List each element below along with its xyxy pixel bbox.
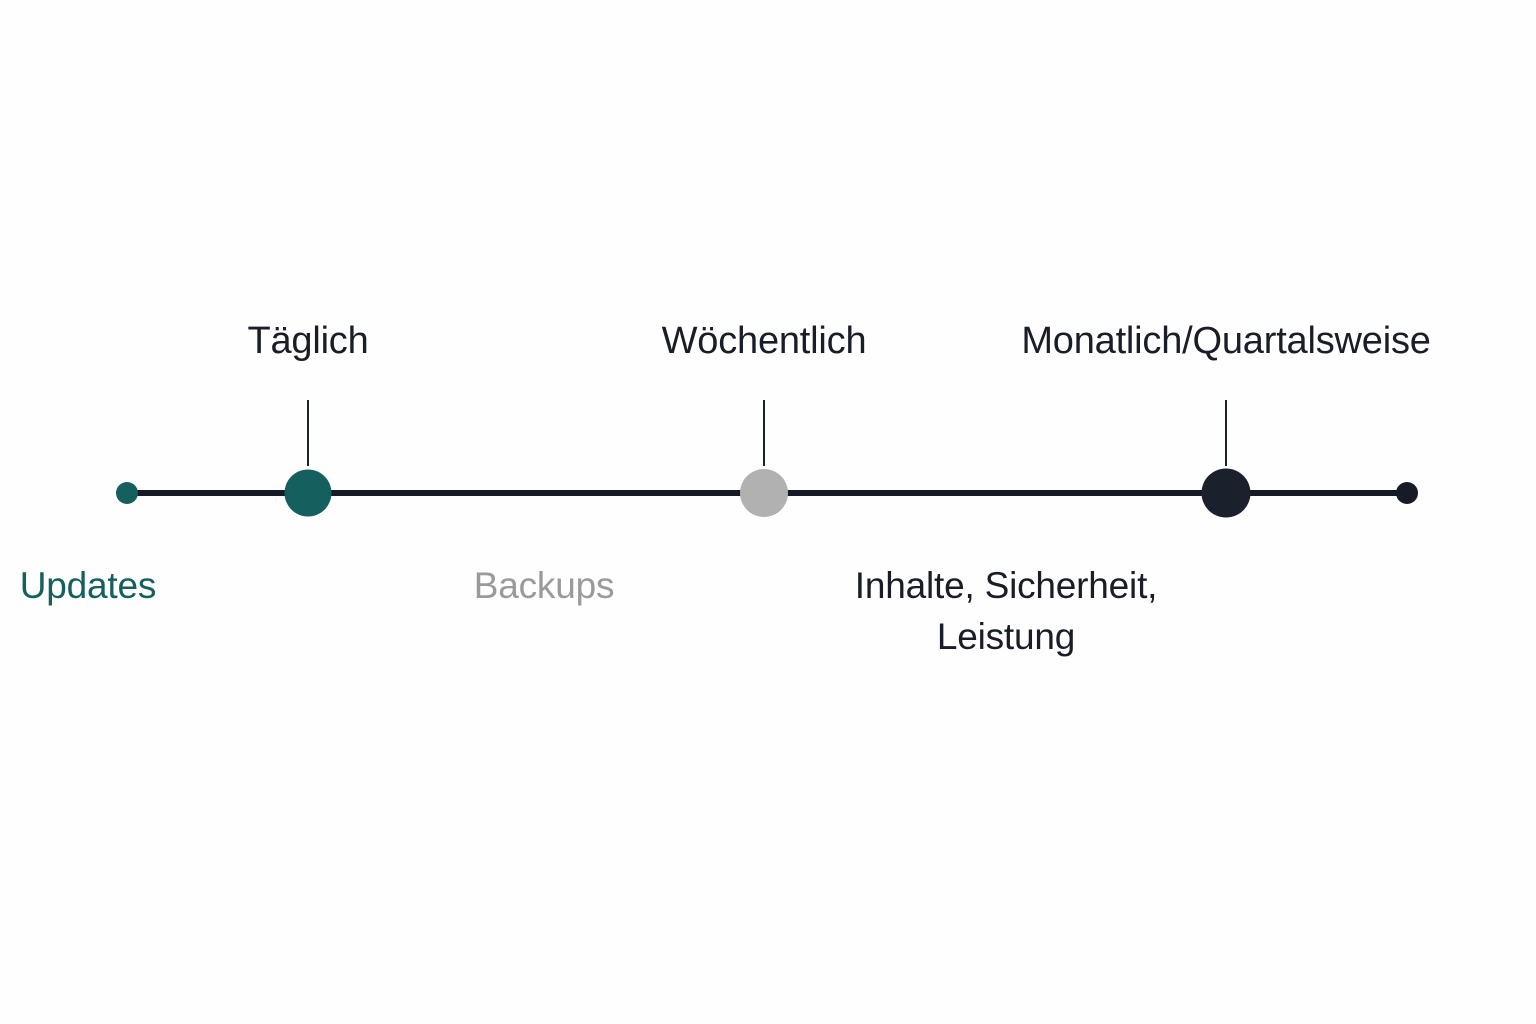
milestone-dot[interactable] bbox=[740, 469, 788, 517]
timeline-start-cap bbox=[116, 482, 138, 504]
milestone-task-label: Backups bbox=[324, 560, 764, 611]
milestone-task-line: Leistung bbox=[936, 616, 1076, 658]
milestone-task-label: Updates bbox=[0, 560, 308, 611]
milestone-frequency-label: Täglich bbox=[247, 320, 369, 362]
milestone-connector-stem bbox=[763, 400, 765, 466]
milestone-dot[interactable] bbox=[284, 469, 332, 517]
milestone-dot[interactable] bbox=[1201, 468, 1251, 518]
milestone-connector-stem bbox=[307, 400, 309, 466]
milestone-task-line: Updates bbox=[19, 565, 157, 606]
milestone-frequency-label: Wöchentlich bbox=[661, 320, 867, 362]
milestone-frequency-label: Monatlich/Quartalsweise bbox=[1021, 320, 1431, 362]
milestone-task-label: Inhalte, Sicherheit, Leistung bbox=[786, 560, 1226, 662]
milestone-task-line: Inhalte, Sicherheit, bbox=[854, 565, 1158, 606]
milestone-task-line: Backups bbox=[473, 565, 615, 606]
timeline-end-cap bbox=[1396, 482, 1418, 504]
milestone-connector-stem bbox=[1225, 400, 1227, 466]
